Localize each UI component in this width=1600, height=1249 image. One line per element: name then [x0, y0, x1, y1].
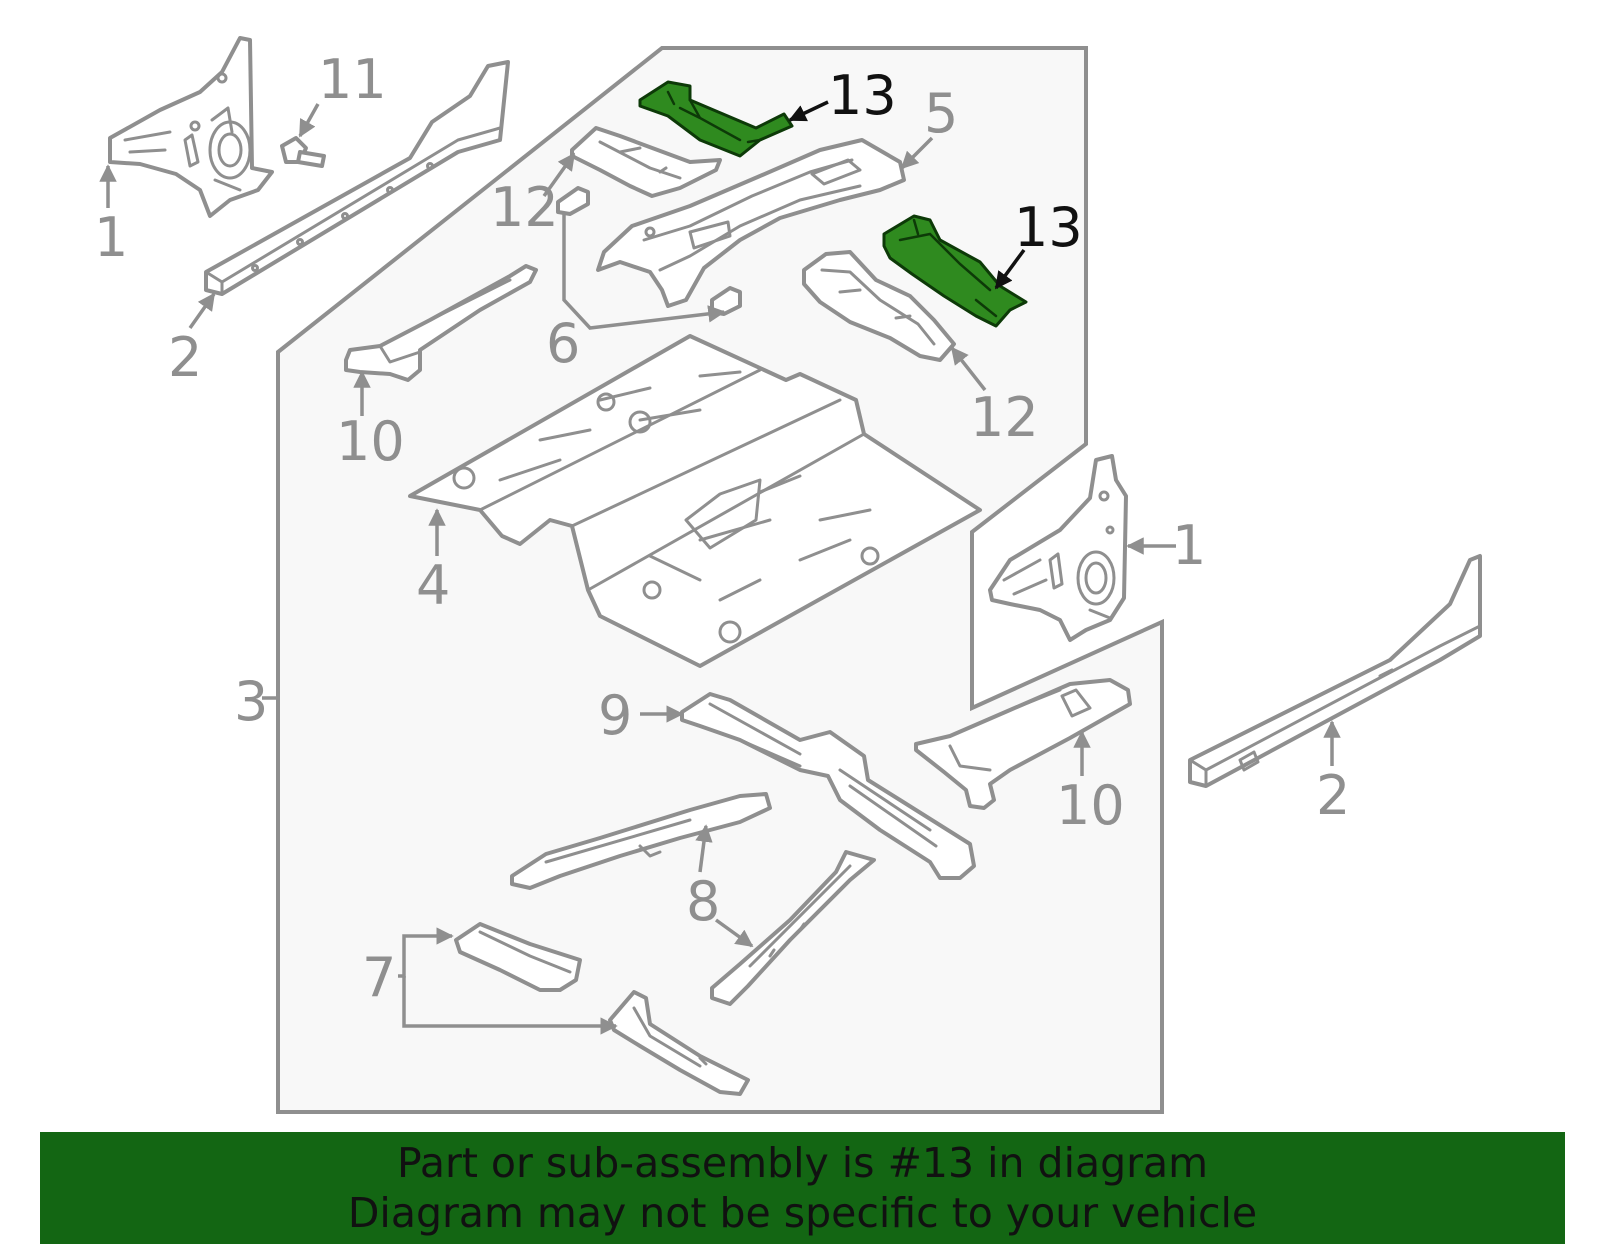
part-7-lower	[608, 990, 750, 1096]
part-13-lower	[882, 214, 1028, 328]
callout-5: 5	[924, 82, 958, 145]
banner-line-disclaimer: Diagram may not be specific to your vehi…	[347, 1189, 1258, 1237]
callout-labels: 1 2 11 3 4 5 6 12 12 10 1 2 9 10 8 7 13 …	[94, 48, 1350, 1009]
part-1-left	[108, 36, 274, 218]
part-1-right	[988, 454, 1128, 642]
leader-lines	[99, 100, 1341, 1035]
part-2-left	[204, 60, 510, 296]
callout-2-left: 2	[168, 326, 202, 389]
part-12-lower	[802, 250, 956, 362]
callout-7: 7	[362, 946, 396, 1009]
part-9-tunnel-brace	[680, 692, 976, 880]
part-5-crossmember	[596, 138, 906, 308]
part-10-left	[344, 264, 538, 382]
part-2-right	[1188, 554, 1482, 788]
part-7-upper	[454, 922, 582, 992]
callout-1-right: 1	[1172, 514, 1206, 577]
part-12-upper	[570, 126, 722, 198]
info-banner: Part or sub-assembly is #13 in diagram D…	[40, 1132, 1565, 1244]
banner-line-part-number: Part or sub-assembly is #13 in diagram	[396, 1139, 1209, 1187]
callout-13-lower: 13	[1014, 196, 1083, 259]
callout-6: 6	[546, 312, 580, 375]
part-13-upper	[638, 80, 794, 158]
callout-10-right: 10	[1056, 774, 1125, 837]
callout-10-left: 10	[336, 410, 405, 473]
callout-1-left: 1	[94, 206, 128, 269]
callout-12-upper: 12	[490, 176, 559, 239]
callout-2-right: 2	[1316, 764, 1350, 827]
callout-3: 3	[234, 670, 268, 733]
callout-12-lower: 12	[970, 386, 1039, 449]
part-8-lower	[710, 850, 876, 1006]
part-8-upper	[510, 792, 772, 890]
part-11-bolt	[280, 136, 326, 168]
part-4-floor-pan	[408, 334, 982, 668]
callout-4: 4	[416, 554, 450, 617]
callout-9: 9	[598, 684, 632, 747]
callout-13-upper: 13	[828, 64, 897, 127]
callout-8: 8	[686, 870, 720, 933]
part-10-right	[914, 678, 1132, 810]
callout-11: 11	[318, 48, 387, 111]
